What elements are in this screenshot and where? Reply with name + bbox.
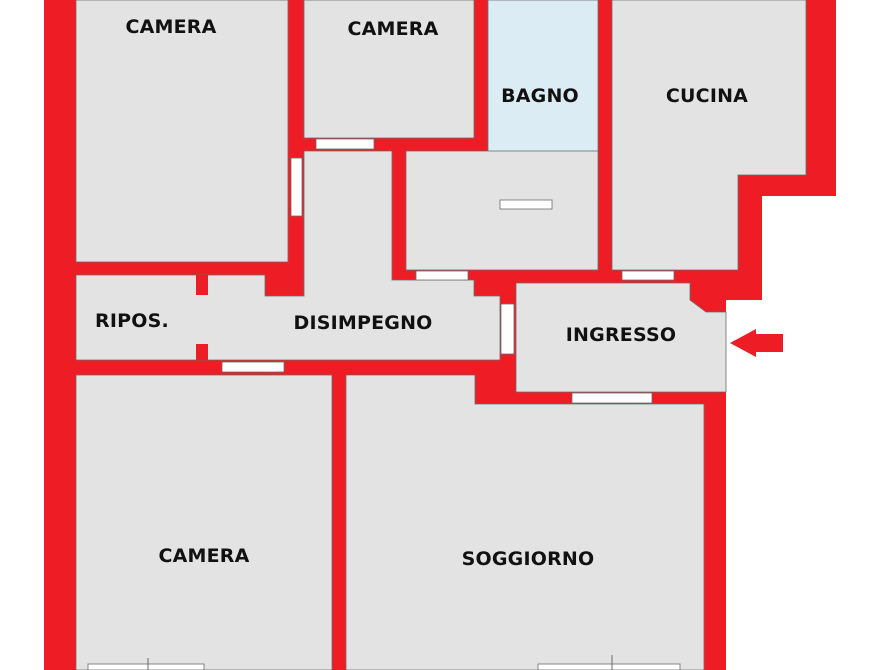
label-soggiorno: SOGGIORNO <box>461 548 595 570</box>
door-soggiorno <box>571 392 653 404</box>
label-camera-bottom: CAMERA <box>158 545 250 567</box>
room-cucina <box>611 0 807 271</box>
door-ingresso-disimpegno <box>500 303 515 355</box>
label-disimpegno: DISIMPEGNO <box>293 312 433 334</box>
door-bagno <box>499 199 553 210</box>
label-ingresso: INGRESSO <box>565 324 677 346</box>
wall-stub-ripostiglio-bottom <box>196 344 208 360</box>
room-closet <box>405 150 599 271</box>
room-camera-top-middle <box>303 0 475 139</box>
door-camera-bottom <box>221 361 285 373</box>
wall-stub-ripostiglio-top <box>196 275 208 295</box>
rooms <box>75 0 807 670</box>
label-camera-top-middle: CAMERA <box>347 18 439 40</box>
openings <box>221 138 675 404</box>
label-camera-top-left: CAMERA <box>125 16 217 38</box>
window-camera-bottom <box>87 663 205 670</box>
door-camera-middle <box>315 138 375 150</box>
room-ingresso <box>515 282 727 393</box>
wall-stubs <box>196 275 208 360</box>
door-cucina <box>621 270 675 281</box>
window-soggiorno <box>537 663 681 670</box>
door-camera-left <box>290 157 303 217</box>
door-closet <box>415 270 469 281</box>
room-camera-bottom <box>75 374 333 670</box>
room-soggiorno <box>345 374 705 670</box>
arrow-left-icon <box>730 329 783 357</box>
label-bagno: BAGNO <box>501 85 579 107</box>
label-cucina: CUCINA <box>665 85 749 107</box>
room-disimpegno <box>75 150 501 361</box>
label-ripostiglio: RIPOS. <box>95 310 169 332</box>
room-camera-top-left <box>75 0 289 263</box>
bottom-windows <box>87 655 681 670</box>
